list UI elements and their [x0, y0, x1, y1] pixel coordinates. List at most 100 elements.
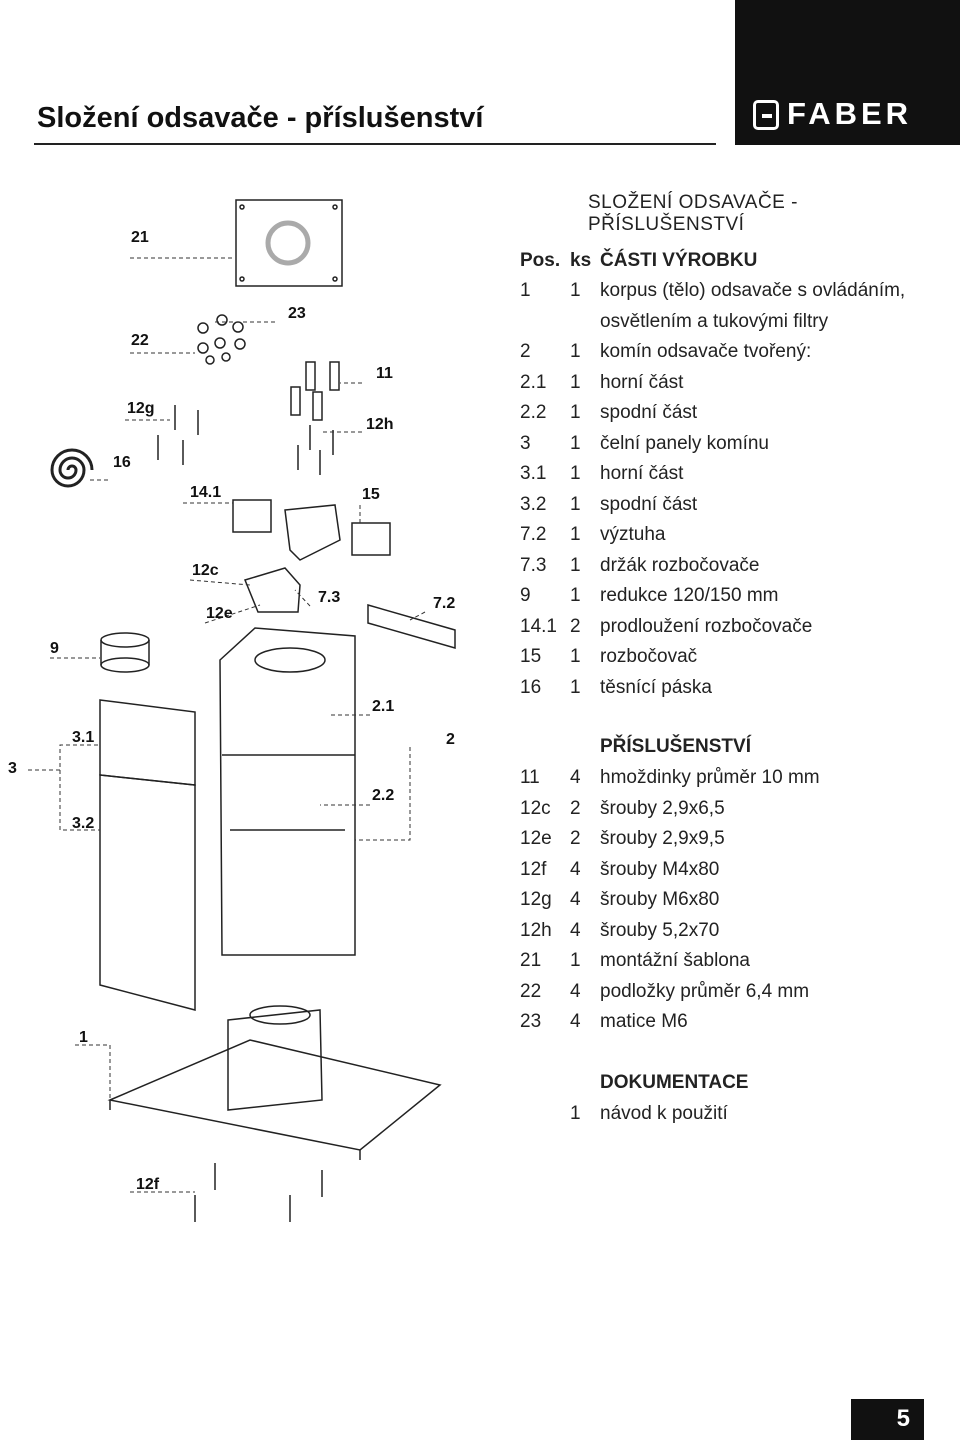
part-pos: 7.3	[520, 554, 547, 576]
label-22: 22	[131, 332, 149, 349]
accessory-pos: 12f	[520, 858, 547, 880]
label-23: 23	[288, 305, 306, 322]
part-pos: 2.2	[520, 402, 547, 423]
mounting-template	[235, 199, 343, 287]
part-desc: prodloužení rozbočovače	[600, 615, 813, 637]
wall-plugs	[290, 361, 340, 421]
splitter	[284, 504, 341, 561]
label-3-1: 3.1	[72, 729, 94, 746]
hood-body	[107, 1039, 442, 1151]
reducer	[100, 632, 150, 648]
part-desc: redukce 120/150 mm	[600, 585, 779, 606]
accessory-ks: 4	[570, 767, 581, 788]
label-3: 3	[8, 760, 17, 777]
accessory-pos: 23	[520, 1011, 542, 1032]
part-desc: těsnící páska	[600, 676, 712, 698]
screws-12h	[297, 425, 334, 475]
accessory-pos: 12h	[520, 919, 552, 941]
part-desc: výztuha	[600, 524, 666, 545]
label-9: 9	[50, 640, 59, 657]
part-pos: 9	[520, 585, 531, 606]
accessory-desc: šrouby M6x80	[600, 889, 720, 910]
accessory-pos: 22	[520, 980, 542, 1002]
washers-nuts	[197, 314, 246, 365]
part-desc: čelní panely komínu	[600, 432, 769, 454]
faber-logo-icon	[753, 100, 779, 130]
splitter-bracket	[243, 567, 301, 613]
part-ks: 1	[570, 463, 581, 484]
label-12c: 12c	[192, 562, 219, 579]
accessory-desc: montážní šablona	[600, 950, 750, 971]
part-desc: držák rozbočovače	[600, 554, 760, 576]
accessory-ks: 4	[570, 858, 581, 880]
header-ks: ks	[570, 250, 592, 271]
accessory-ks: 1	[570, 950, 581, 971]
part-ks: 1	[570, 493, 581, 515]
label-15: 15	[362, 486, 380, 503]
part-ks: 1	[570, 371, 581, 393]
label-21: 21	[131, 229, 149, 246]
logo-text: FABER	[787, 96, 913, 131]
motor-housing	[227, 1009, 323, 1111]
label-2-2: 2.2	[372, 787, 394, 804]
part-desc: horní část	[600, 371, 684, 393]
splitter-extension-right	[351, 522, 391, 556]
part-desc: spodní část	[600, 402, 698, 423]
documentation-title: DOKUMENTACE	[600, 1072, 749, 1093]
label-11: 11	[376, 365, 393, 382]
faber-logo: FABER	[735, 0, 960, 145]
accessory-pos: 12c	[520, 797, 551, 819]
template-ring	[265, 220, 311, 266]
front-panel-lower	[99, 774, 196, 1011]
part-pos: 1	[520, 280, 531, 301]
accessory-ks: 4	[570, 980, 581, 1002]
accessory-pos: 12e	[520, 828, 552, 849]
label-3-2: 3.2	[72, 815, 94, 832]
part-desc: rozbočovač	[600, 646, 698, 667]
page-title: Složení odsavače - příslušenství	[37, 102, 484, 134]
front-panel-upper	[99, 699, 196, 786]
part-pos: 3.1	[520, 463, 547, 484]
part-ks: 1	[570, 341, 581, 362]
part-pos: 14.1	[520, 615, 557, 637]
screws-12f	[194, 1163, 323, 1222]
accessory-desc: šrouby 5,2x70	[600, 919, 720, 941]
accessory-ks: 2	[570, 828, 581, 849]
label-1: 1	[79, 1029, 88, 1046]
label-2-1: 2.1	[372, 698, 394, 715]
part-pos: 7.2	[520, 524, 547, 545]
part-ks: 1	[570, 585, 581, 606]
documentation-ks: 1	[570, 1103, 581, 1124]
label-12g: 12g	[127, 400, 155, 417]
documentation-desc: návod k použití	[600, 1103, 728, 1124]
label-12e: 12e	[206, 605, 233, 622]
accessory-pos: 21	[520, 950, 542, 971]
part-desc: komín odsavače tvořený:	[600, 341, 812, 362]
splitter-extension-left	[232, 499, 272, 533]
part-ks: 1	[570, 646, 581, 667]
exploded-diagram: 21 22 23 12g 16 11 12h 14.1 15 12c 12e 7…	[8, 199, 456, 1222]
label-7-2: 7.2	[433, 595, 455, 612]
part-pos: 2	[520, 341, 531, 362]
section-title: SLOŽENÍ ODSAVAČE - PŘÍSLUŠENSTVÍ	[588, 192, 798, 235]
accessory-pos: 11	[520, 767, 540, 788]
sealing-tape	[50, 448, 94, 488]
accessory-ks: 4	[570, 1011, 581, 1032]
part-desc: spodní část	[600, 493, 698, 515]
label-7-3: 7.3	[318, 589, 340, 606]
part-ks: 1	[570, 432, 581, 454]
label-16: 16	[113, 454, 131, 471]
part-desc: korpus (tělo) odsavače s ovládáním,	[600, 280, 906, 301]
part-pos: 3.2	[520, 493, 547, 515]
accessory-desc: podložky průměr 6,4 mm	[600, 980, 810, 1002]
page-number: 5	[896, 1405, 910, 1432]
part-ks: 1	[570, 524, 581, 545]
header-desc: ČÁSTI VÝROBKU	[600, 250, 758, 271]
title-rule	[34, 143, 716, 145]
part-desc: horní část	[600, 463, 684, 484]
part-ks: 2	[570, 615, 581, 637]
chimney-frame	[219, 627, 356, 956]
label-14-1: 14.1	[190, 484, 221, 501]
accessories-title: PŘÍSLUŠENSTVÍ	[600, 736, 751, 757]
part-pos: 15	[520, 646, 542, 667]
